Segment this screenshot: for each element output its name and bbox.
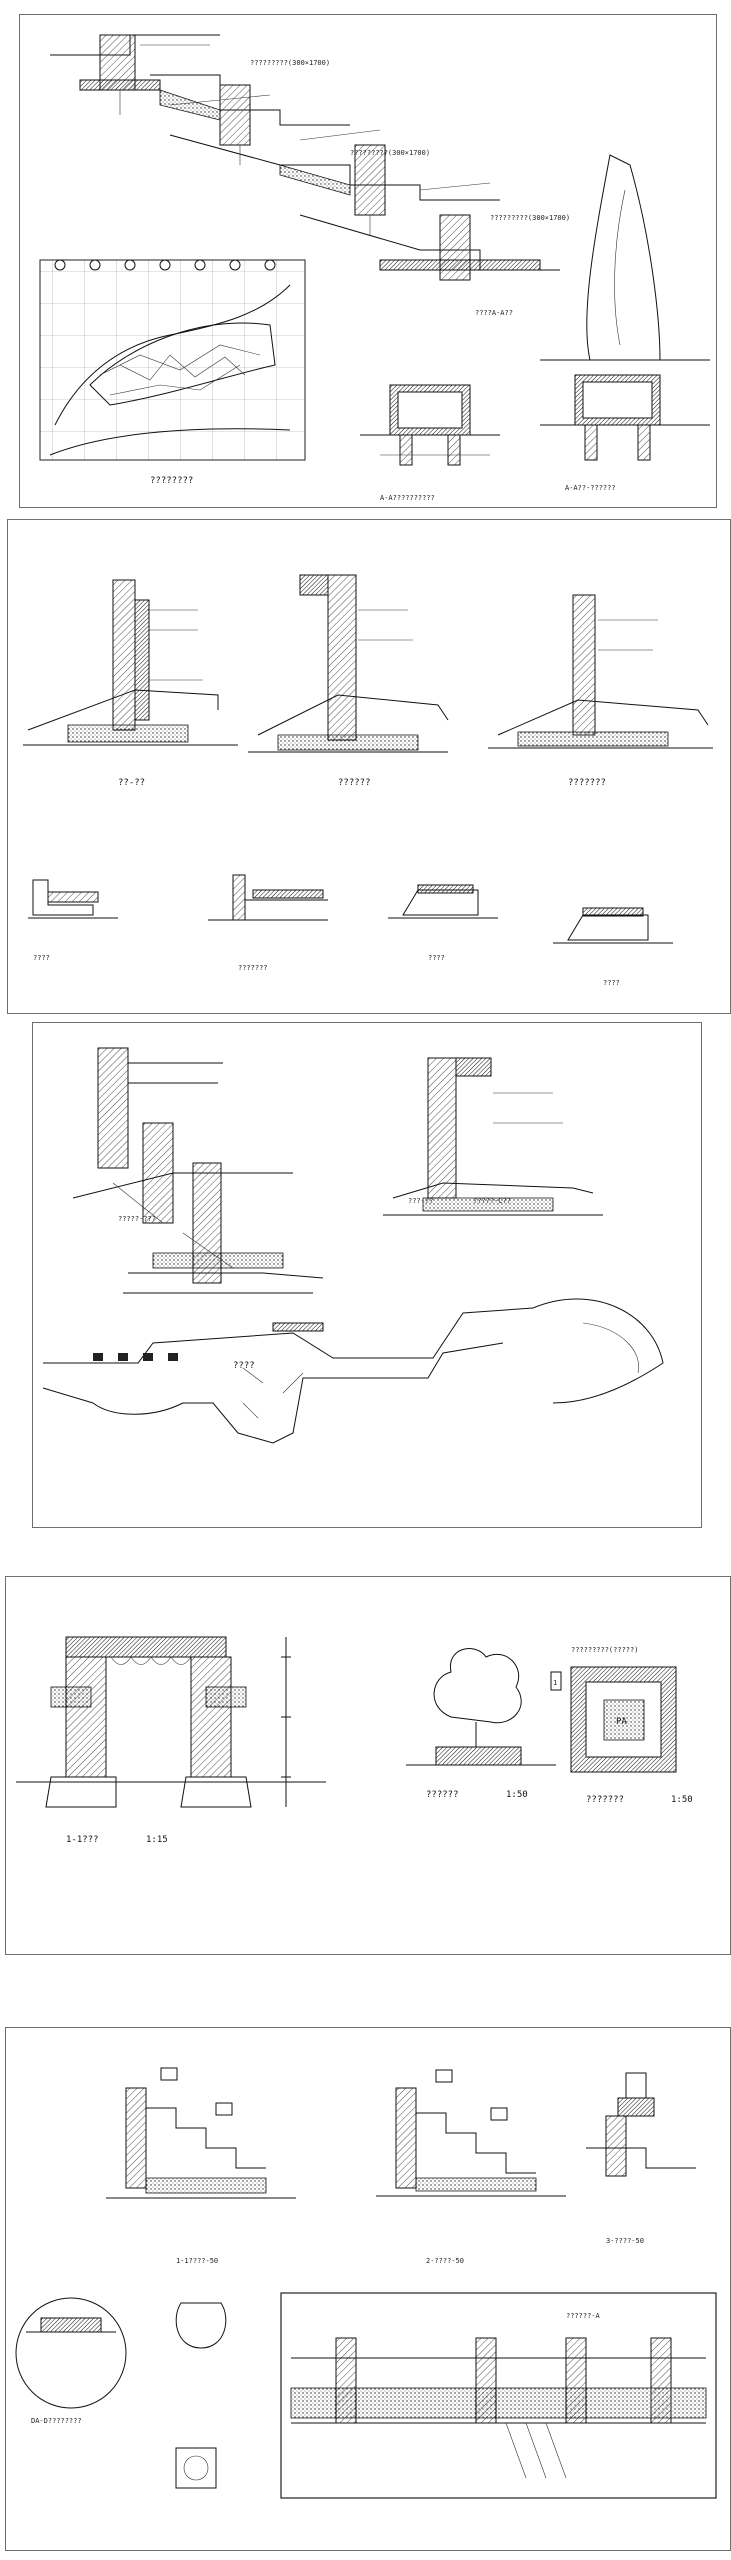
wall-section-2 (248, 574, 449, 753)
sheet-2-drawing: ??-?? ?????? ??????? ???? (23, 574, 713, 987)
drawing-sheet-2: ??-?? ?????? ??????? ???? (7, 519, 731, 1014)
tree-pit-plan: PA 1 (550, 1666, 677, 1773)
small-detail-4 (553, 907, 673, 944)
elevation-title: ????A-A?? (475, 309, 513, 317)
detail-3-title: ??????? (568, 778, 606, 788)
section-3-title: 3-????-50 (606, 2237, 644, 2245)
stair-section-1 (106, 2067, 296, 2199)
section-2-title: 2-????-50 (426, 2257, 464, 2265)
small-detail-3 (388, 884, 498, 919)
section-left-title: A-A?????????? (380, 494, 435, 502)
note-2: ?????????(300×1700) (350, 149, 430, 157)
site-plan (39, 259, 306, 461)
detail-2b-title: ?????-C?? (473, 1197, 511, 1205)
stepped-wall-section (50, 34, 560, 281)
sheet-5-drawing: 1-1????-50 2-????-50 3-????-50 DA-D?????… (15, 2067, 717, 2499)
sheet-4-drawing: 1-1??? 1:15 ?????? 1:50 PA 1 ?????????(?… (16, 1636, 693, 1845)
gate-section (16, 1636, 326, 1808)
drawing-sheet-5: 1-1????-50 2-????-50 3-????-50 DA-D?????… (5, 2027, 731, 2551)
small-detail-1 (28, 879, 118, 919)
tree-scale: 1:50 (506, 1790, 528, 1800)
wall-section-1 (23, 579, 238, 746)
tree-title: ?????? (426, 1790, 459, 1800)
large-wall-section (72, 1047, 324, 1294)
small-detail-2 (208, 874, 328, 921)
drawing-sheet-1: ?????????(300×1700) ?????????(300×1700) … (19, 14, 717, 508)
section-left (360, 384, 500, 466)
pit-note: ?????????(?????) (571, 1646, 638, 1654)
circular-detail (15, 2297, 127, 2409)
gate-title: 1-1??? (66, 1835, 99, 1845)
section-right (540, 374, 710, 461)
sculpture-elevation (540, 154, 710, 361)
elevation-note: ??????-A (566, 2312, 601, 2320)
detail-7-title: ???? (603, 979, 620, 987)
lion-ornament (175, 2302, 227, 2489)
pit-title: ??????? (586, 1795, 624, 1805)
detail-2-title: ???-?? (408, 1197, 433, 1205)
section-1-title: 1-1????-50 (176, 2257, 218, 2265)
detail-6-title: ???? (428, 954, 445, 962)
tree-planter-elevation (406, 1648, 556, 1766)
drawing-sheet-4: 1-1??? 1:15 ?????? 1:50 PA 1 ?????????(?… (5, 1576, 731, 1955)
pit-scale: 1:50 (671, 1795, 693, 1805)
detail-4-title: ???? (33, 954, 50, 962)
stair-section-3 (586, 2072, 696, 2177)
pit-mark: PA (616, 1717, 627, 1727)
detail-1-title: ?????-??? (118, 1215, 156, 1223)
stair-section-2 (376, 2069, 566, 2197)
detail-title: DA-D???????? (31, 2417, 82, 2425)
detail-2-title: ?????? (338, 778, 371, 788)
sheet-1-drawing: ?????????(300×1700) ?????????(300×1700) … (39, 34, 710, 502)
detail-1-title: ??-?? (118, 778, 145, 788)
wall-section-3 (488, 594, 713, 749)
section-right-title: A-A??-?????? (565, 484, 616, 492)
note-1: ?????????(300×1700) (250, 59, 330, 67)
plan-center-label: ???? (233, 1361, 255, 1371)
sheet-3-drawing: ?????-??? ???-?? ?????-C?? ???? (42, 1047, 664, 1444)
right-wall-section (383, 1057, 603, 1216)
detail-5-title: ??????? (238, 964, 268, 972)
gate-scale: 1:15 (146, 1835, 168, 1845)
note-3: ?????????(300×1700) (490, 214, 570, 222)
side-mark: 1 (553, 1679, 557, 1687)
pond-plan (42, 1298, 664, 1444)
plan-title: ???????? (150, 476, 193, 486)
drawing-sheet-3: ?????-??? ???-?? ?????-C?? ???? (32, 1022, 702, 1528)
balustrade-elevation (280, 2292, 717, 2499)
